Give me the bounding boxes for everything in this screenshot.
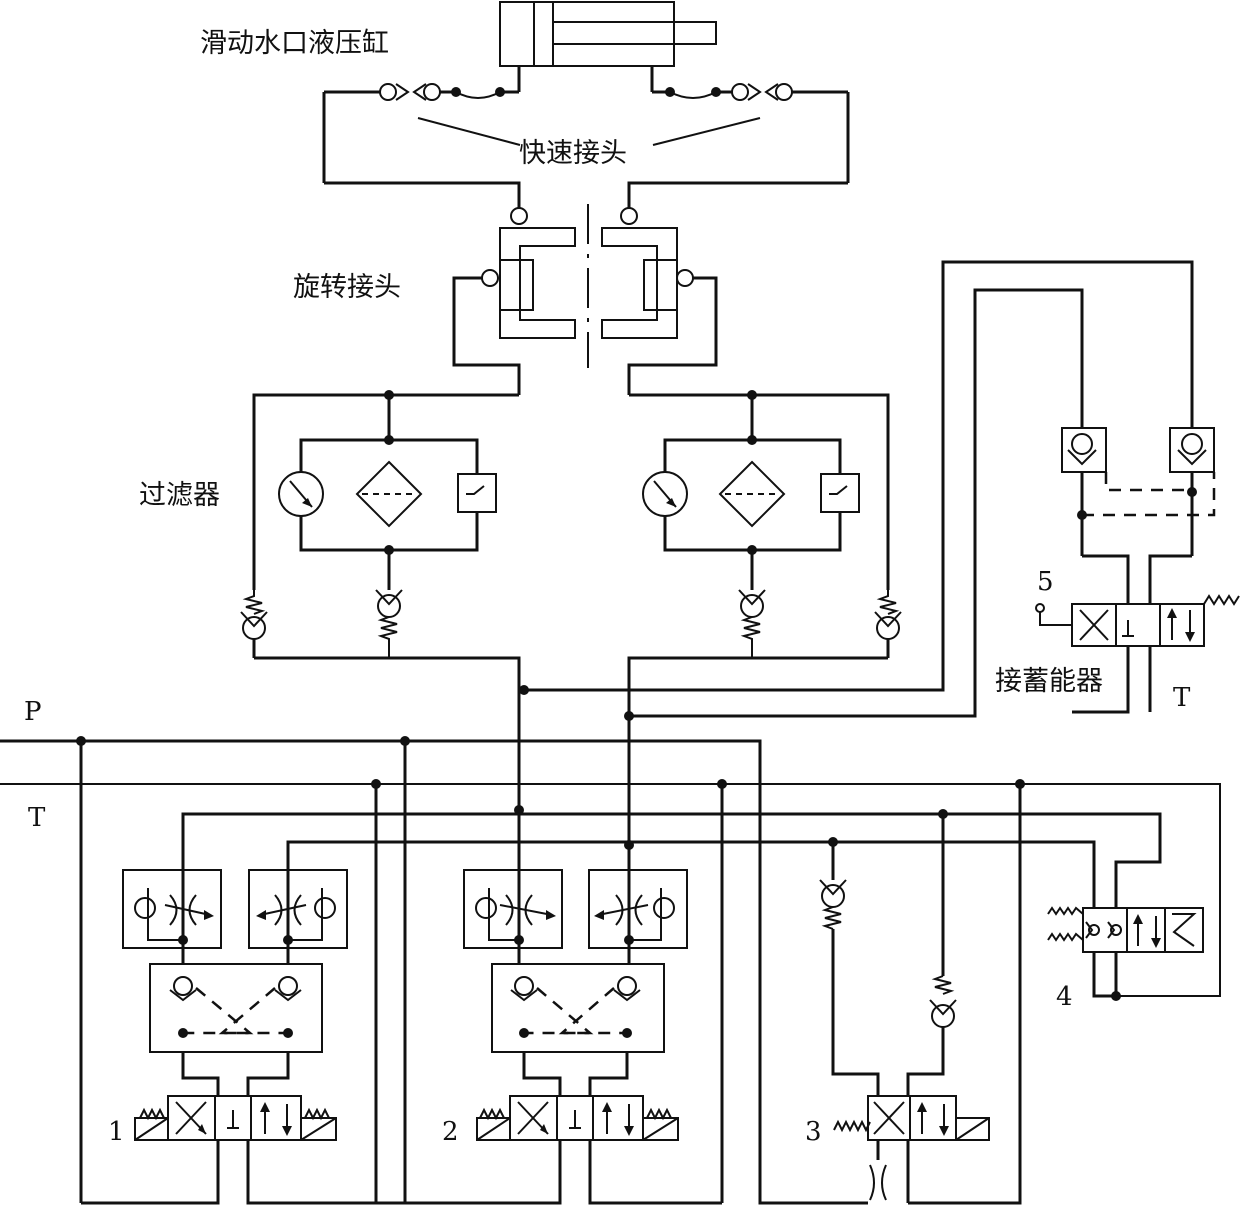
accumulator-valve-group <box>1035 427 1240 714</box>
quick-coupling-label: 快速接头 <box>519 138 627 169</box>
leader-line <box>652 117 761 146</box>
leader-line <box>417 117 521 146</box>
quick-coupling-right <box>652 83 850 183</box>
valve-4 <box>1047 906 1204 1001</box>
rotary-joint <box>481 204 694 368</box>
valve-group-1 <box>79 741 407 1205</box>
rotary-joint-label: 旋转接头 <box>293 272 401 303</box>
filter-group-left <box>240 390 521 810</box>
filter-label: 过滤器 <box>139 480 220 511</box>
tank-line-label: T <box>28 803 46 833</box>
valve-group-2 <box>405 658 724 1205</box>
filter-group-right <box>627 390 902 845</box>
cylinder-label: 滑动水口液压缸 <box>200 28 389 59</box>
valve-group-3 <box>819 784 1022 1205</box>
valve-5-label: 5 <box>1037 567 1054 597</box>
valve-4-label: 4 <box>1056 982 1073 1012</box>
accumulator-label: 接蓄能器 <box>995 666 1103 697</box>
quick-coupling-left <box>322 83 519 183</box>
pressure-line-label: P <box>24 697 42 727</box>
tank-return-label: T <box>1173 683 1191 713</box>
valve-1-label: 1 <box>108 1117 125 1147</box>
valve-2-label: 2 <box>442 1117 459 1147</box>
hydraulic-cylinder <box>499 1 717 92</box>
valve-3-label: 3 <box>805 1117 822 1147</box>
pressure-line <box>0 736 868 1205</box>
